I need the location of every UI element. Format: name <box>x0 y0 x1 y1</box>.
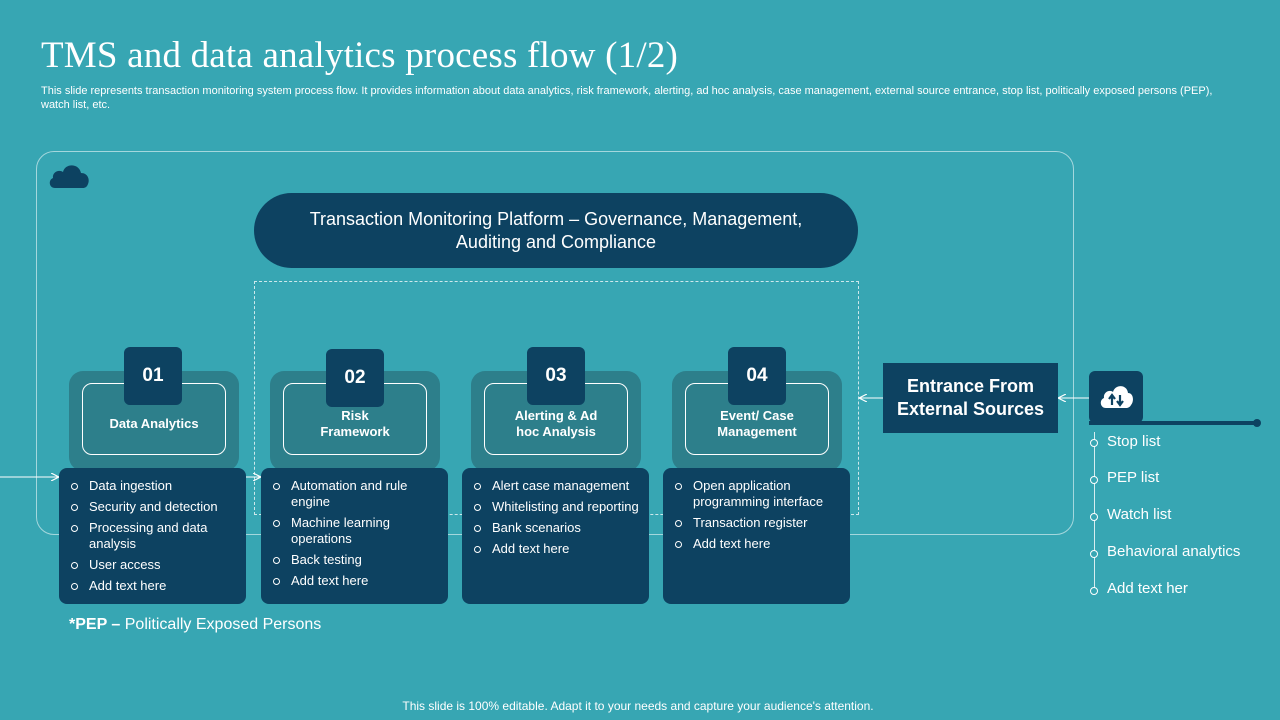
slide-footer: This slide is 100% editable. Adapt it to… <box>402 699 874 713</box>
external-divider <box>1089 419 1261 427</box>
step-list-3: Alert case management Whitelisting and r… <box>462 468 649 604</box>
list-item: Open application programming interface <box>675 478 842 510</box>
step-list-2: Automation and rule engine Machine learn… <box>261 468 448 604</box>
external-list-item: Add text her <box>1107 580 1188 597</box>
platform-banner-label: Transaction Monitoring Platform – Govern… <box>309 208 803 252</box>
external-list-line <box>1094 432 1095 592</box>
list-item: Add text here <box>675 536 842 552</box>
step-title-2: Risk Framework <box>320 408 390 439</box>
list-item: Processing and data analysis <box>71 520 238 552</box>
list-item: Automation and rule engine <box>273 478 440 510</box>
list-item: Add text here <box>474 541 641 557</box>
list-item: Transaction register <box>675 515 842 531</box>
external-list-item: Watch list <box>1107 506 1172 523</box>
external-sources-box: Entrance From External Sources <box>883 363 1058 433</box>
list-bullet-icon <box>1090 587 1098 595</box>
external-upload-badge <box>1089 371 1143 423</box>
list-item: Machine learning operations <box>273 515 440 547</box>
slide-subtitle: This slide represents transaction monito… <box>41 85 1213 111</box>
list-item: Whitelisting and reporting <box>474 499 641 515</box>
cloud-upload-icon <box>1100 386 1133 408</box>
cloud-icon <box>49 165 89 188</box>
list-item: Add text here <box>71 578 238 594</box>
external-list-item: PEP list <box>1107 469 1160 486</box>
step-list-1: Data ingestion Security and detection Pr… <box>59 468 246 604</box>
pep-definition: Politically Exposed Persons <box>120 616 322 633</box>
list-item: Security and detection <box>71 499 238 515</box>
step-list-4: Open application programming interface T… <box>663 468 850 604</box>
external-sources-label: Entrance From External Sources <box>896 376 1045 419</box>
list-item: Data ingestion <box>71 478 238 494</box>
step-number-3: 03 <box>527 347 585 405</box>
step-title-4: Event/ Case Management <box>717 408 797 439</box>
step-title-1: Data Analytics <box>109 416 199 431</box>
step-number-1: 01 <box>124 347 182 405</box>
list-item: Back testing <box>273 552 440 568</box>
list-bullet-icon <box>1090 550 1098 558</box>
step-title-3: Alerting & Ad hoc Analysis <box>514 408 598 439</box>
list-bullet-icon <box>1090 513 1098 521</box>
external-list-item: Behavioral analytics <box>1107 543 1241 560</box>
platform-banner: Transaction Monitoring Platform – Govern… <box>254 193 858 268</box>
pep-footnote: *PEP – Politically Exposed Persons <box>69 616 321 634</box>
list-item: User access <box>71 557 238 573</box>
list-item: Bank scenarios <box>474 520 641 536</box>
external-list-item: Stop list <box>1107 433 1161 450</box>
list-bullet-icon <box>1090 439 1098 447</box>
list-item: Add text here <box>273 573 440 589</box>
pep-abbr: *PEP – <box>69 616 121 633</box>
slide-title: TMS and data analytics process flow (1/2… <box>41 35 679 76</box>
step-number-4: 04 <box>728 347 786 405</box>
list-bullet-icon <box>1090 476 1098 484</box>
step-number-2: 02 <box>326 349 384 407</box>
list-item: Alert case management <box>474 478 641 494</box>
